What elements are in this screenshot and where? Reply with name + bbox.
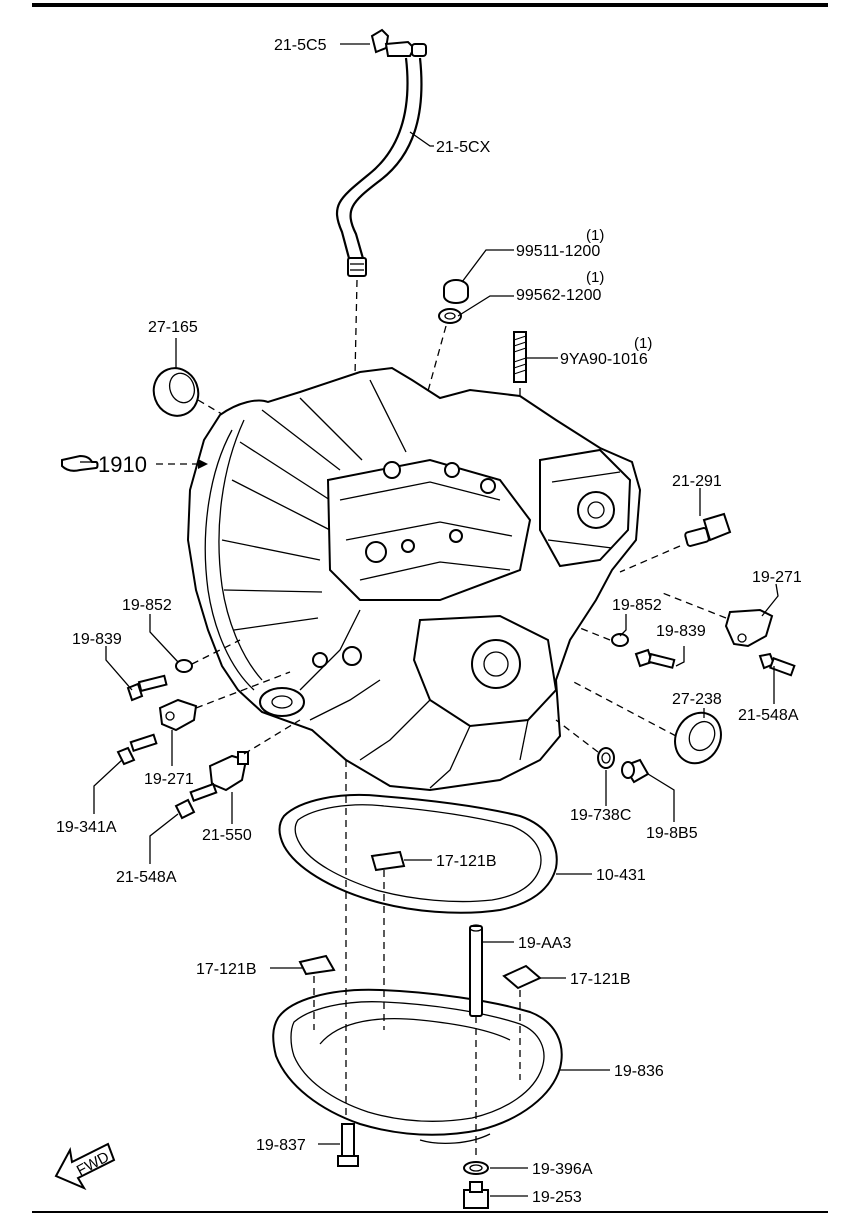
- label-19-253: 19-253: [532, 1189, 582, 1206]
- label-19-839-right: 19-839: [656, 623, 706, 640]
- transaxle-case-1910: [186, 366, 642, 792]
- label-19-852-right: 19-852: [612, 597, 662, 614]
- gasket-10-431: [278, 793, 558, 914]
- bolt-21-548a-left: [174, 782, 218, 820]
- bolt-19-839-left: [126, 674, 168, 702]
- sensor-l-guide-line: [243, 719, 301, 755]
- qty-9ya90: (1): [634, 335, 652, 352]
- o-ring-l-guide-line: [191, 639, 241, 665]
- label-19-8b5: 19-8B5: [646, 825, 698, 842]
- oil-seal-27-165: [152, 367, 200, 417]
- pipe-19-aa3: [469, 924, 483, 1017]
- o-ring-19-852-right: [611, 633, 629, 647]
- speed-sensor-l-guide-line: [195, 671, 291, 709]
- sensor-guide-line: [619, 545, 681, 573]
- stud-9ya90-1016: [513, 331, 527, 383]
- label-10-431: 10-431: [596, 867, 646, 884]
- label-27-165: 27-165: [148, 319, 198, 336]
- label-19-aa3: 19-AA3: [518, 935, 571, 952]
- bolt-19-837: [337, 1123, 359, 1167]
- drain-plug-19-253: [463, 1181, 489, 1209]
- label-19-852-left: 19-852: [122, 597, 172, 614]
- pointing-hand-icon: [61, 454, 99, 472]
- label-17-121b-a: 17-121B: [436, 853, 497, 870]
- oil-pan-19-836: [272, 988, 563, 1144]
- label-27-238: 27-238: [672, 691, 722, 708]
- o-ring-19-852-left: [175, 659, 193, 673]
- label-19-738c: 19-738C: [570, 807, 631, 824]
- label-19-836: 19-836: [614, 1063, 664, 1080]
- label-21-5cx: 21-5CX: [436, 139, 491, 156]
- gasket-guide-line: [555, 719, 599, 753]
- bolt-19-839-right: [634, 648, 676, 669]
- gasket-19-738c: [597, 747, 615, 769]
- bolt-21-548a-right: [758, 652, 796, 677]
- label-17-121b-c: 17-121B: [570, 971, 631, 988]
- label-19-341a: 19-341A: [56, 819, 117, 836]
- label-21-550: 21-550: [202, 827, 252, 844]
- speed-sensor-guide-line: [659, 591, 727, 619]
- breather-hose-21-5cx: [336, 57, 423, 277]
- label-17-121b-b: 17-121B: [196, 961, 257, 978]
- plug-99511-1200: [443, 279, 469, 304]
- label-19-271-right: 19-271: [752, 569, 802, 586]
- label-19-271-left: 19-271: [144, 771, 194, 788]
- label-21-291: 21-291: [672, 473, 722, 490]
- sensor-21-550: [208, 751, 249, 792]
- magnet-17-121b-c: [502, 964, 542, 990]
- label-99562-1200: 99562-1200: [516, 287, 602, 304]
- speed-sensor-19-271-left: [158, 698, 198, 732]
- qty-99562: (1): [586, 269, 604, 286]
- label-21-5c5: 21-5C5: [274, 37, 327, 54]
- ref-1910-text: 1910: [98, 452, 147, 477]
- label-21-548a-right: 21-548A: [738, 707, 799, 724]
- fwd-direction-arrow: FWD: [54, 1142, 116, 1191]
- label-19-839-left: 19-839: [72, 631, 122, 648]
- plug-19-8b5: [621, 758, 650, 784]
- leader-lines: [93, 43, 779, 1197]
- label-9ya90-1016: 9YA90-1016: [560, 351, 648, 368]
- magnet-17-121b-b: [298, 954, 336, 976]
- label-99511-1200: 99511-1200: [516, 243, 600, 260]
- breather-fitting-21-5c5: [370, 28, 427, 57]
- magnet-17-121b-a: [370, 850, 406, 872]
- oil-seal-27-238: [674, 711, 722, 765]
- gasket-19-396a: [463, 1161, 489, 1175]
- label-19-837: 19-837: [256, 1137, 306, 1154]
- qty-99511: (1): [586, 227, 604, 244]
- seal-guide-line: [197, 399, 233, 421]
- washer-99562-1200: [438, 308, 462, 324]
- speed-sensor-19-271-right: [724, 608, 774, 648]
- reference-1910: 1910: [61, 452, 208, 477]
- sensor-21-291: [684, 512, 732, 547]
- bolt-19-341a: [116, 733, 158, 766]
- label-21-548a-left: 21-548A: [116, 869, 177, 886]
- seal-r-guide-line: [569, 679, 677, 737]
- plug-guide-line: [419, 325, 447, 421]
- label-19-396a: 19-396A: [532, 1161, 593, 1178]
- o-ring-r-guide-line: [579, 627, 611, 641]
